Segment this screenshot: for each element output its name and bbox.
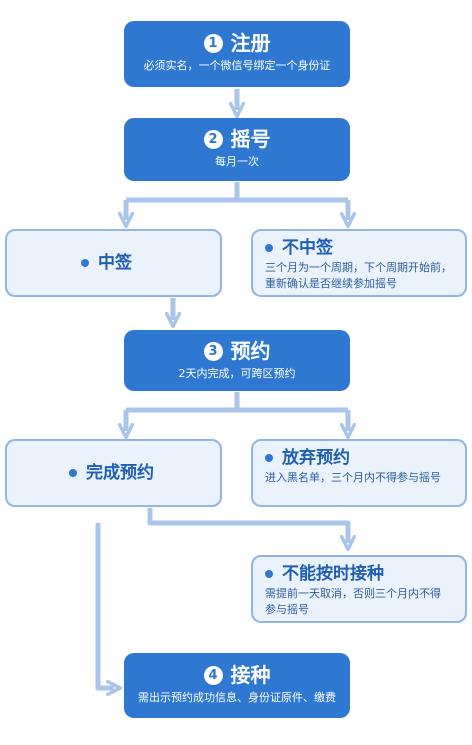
step-lottery: 2 摇号 每月一次	[124, 118, 350, 181]
connector-booking-split	[126, 392, 348, 413]
connector-lottery-split	[126, 182, 348, 203]
bullet-icon	[69, 469, 77, 477]
outcome-lose-desc: 三个月为一个周期，下个周期开始前，重新确认是否继续参加摇号	[265, 261, 452, 290]
bullet-icon	[265, 454, 273, 462]
step-register-desc: 必须实名，一个微信号绑定一个身份证	[143, 59, 331, 72]
connector-booked-to-miss	[147, 508, 348, 543]
step-number-2-icon: 2	[203, 129, 223, 149]
step-booking-desc: 2天内完成，可跨区预约	[178, 367, 296, 380]
step-number-3-icon: 3	[203, 341, 223, 361]
outcome-miss: 不能按时接种 需提前一天取消，否则三个月内不得参与摇号	[251, 555, 467, 623]
outcome-miss-title: 不能按时接种	[282, 564, 384, 584]
step-lottery-title: 摇号	[230, 127, 271, 151]
step-number-1-icon: 1	[203, 33, 223, 53]
step-register-title: 注册	[230, 31, 271, 55]
bullet-icon	[81, 259, 89, 267]
connector-booked-to-vaccination	[95, 523, 114, 688]
step-booking-title: 预约	[230, 339, 271, 363]
outcome-give-up: 放弃预约 进入黑名单，三个月内不得参与摇号	[251, 439, 467, 507]
outcome-give-up-desc: 进入黑名单，三个月内不得参与摇号	[265, 471, 441, 484]
outcome-win: 中签	[5, 229, 222, 297]
step-vaccination-desc: 需出示预约成功信息、身份证原件、缴费	[138, 691, 336, 704]
outcome-give-up-title: 放弃预约	[282, 448, 350, 468]
outcome-lose: 不中签 三个月为一个周期，下个周期开始前，重新确认是否继续参加摇号	[251, 229, 467, 297]
outcome-booked-title: 完成预约	[86, 463, 154, 483]
outcome-booked: 完成预约	[5, 439, 222, 507]
step-vaccination-title: 接种	[230, 663, 271, 687]
step-number-4-icon: 4	[203, 665, 223, 685]
bullet-icon	[265, 244, 273, 252]
outcome-lose-title: 不中签	[282, 238, 333, 258]
outcome-miss-desc: 需提前一天取消，否则三个月内不得参与摇号	[265, 587, 441, 616]
step-booking: 3 预约 2天内完成，可跨区预约	[124, 330, 350, 391]
outcome-win-title: 中签	[98, 253, 132, 273]
bullet-icon	[265, 570, 273, 578]
step-vaccination: 4 接种 需出示预约成功信息、身份证原件、缴费	[124, 653, 350, 718]
step-register: 1 注册 必须实名，一个微信号绑定一个身份证	[124, 21, 350, 87]
step-lottery-desc: 每月一次	[215, 155, 259, 168]
